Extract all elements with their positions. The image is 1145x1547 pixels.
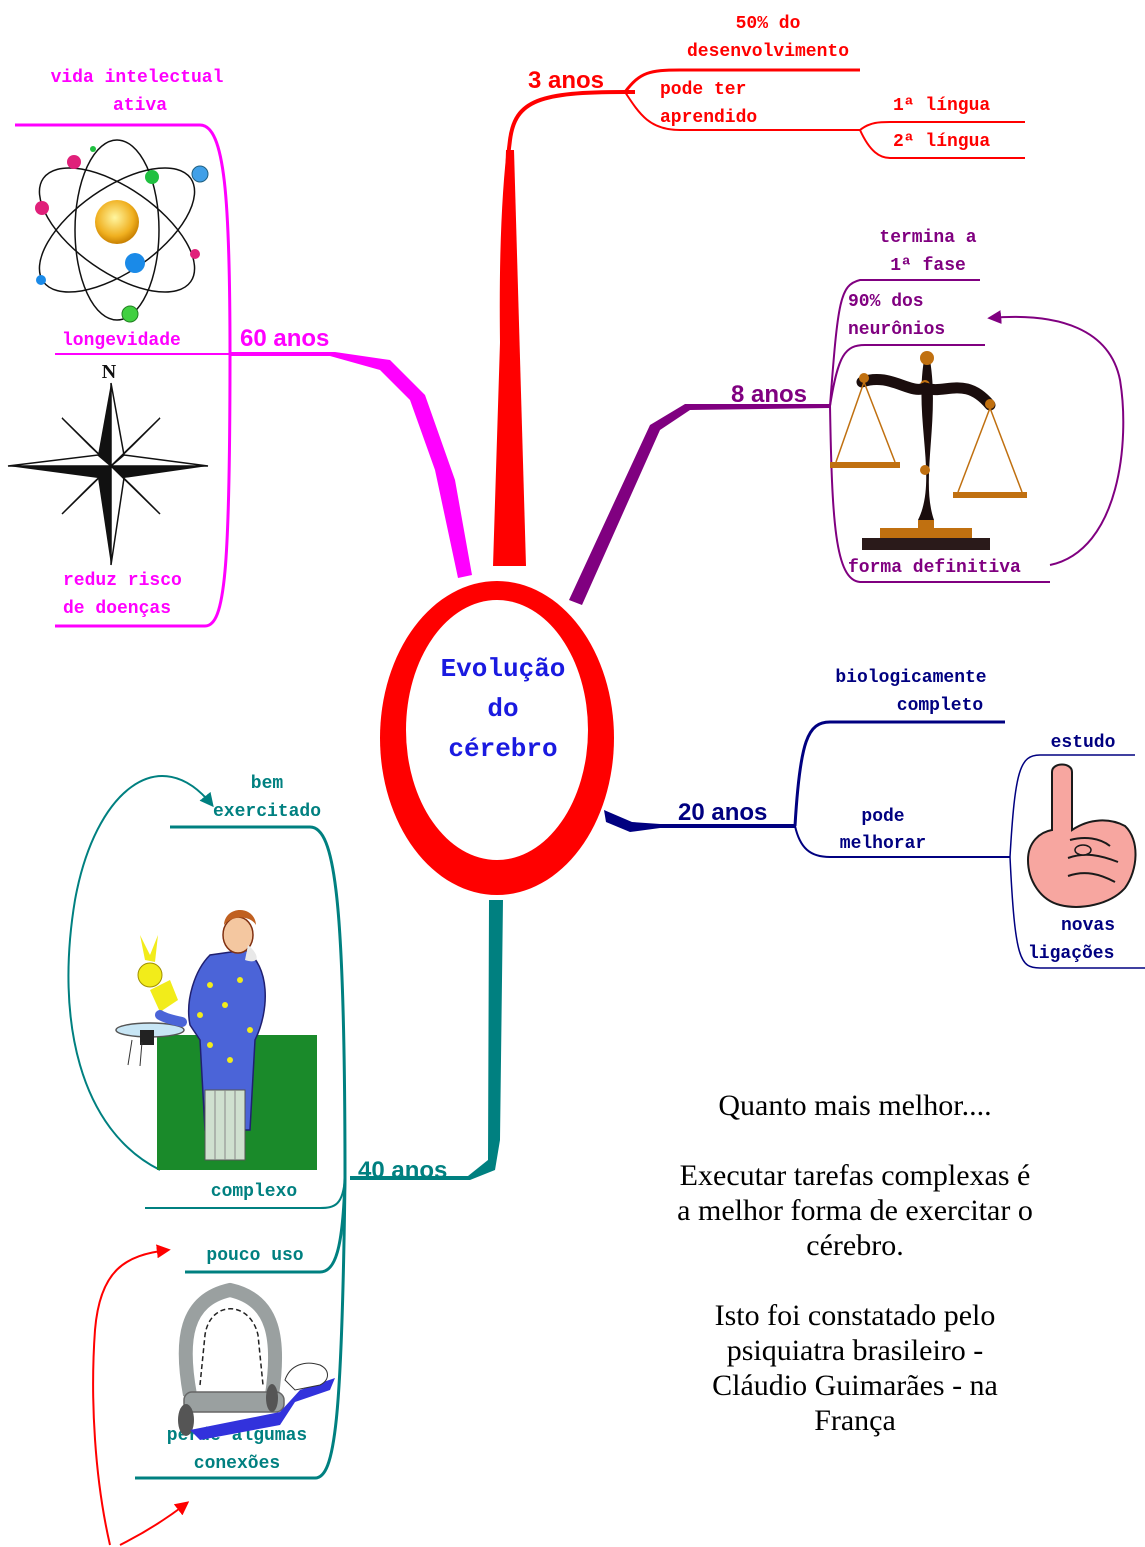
compass-north-label: N [102,361,117,383]
node-termina-1-fase-line1: termina a [879,228,976,248]
branch-20-anos-sub-d [1009,856,1145,969]
node-vida-intelectual-ativa-line1: vida intelectual [51,68,224,88]
note-line-3: Executar tarefas complexas é [680,1159,1031,1192]
node-90-neuronios-line2: neurônios [848,320,945,340]
note-text: Quanto mais melhor.... Executar tarefas … [677,1089,1033,1437]
red-cycle-arrow-bottom [119,1501,190,1546]
note-line-4: a melhor forma de exercitar o [677,1194,1033,1227]
branch-3-anos-sub-c [859,121,1025,131]
node-2-lingua: 2ª língua [893,132,990,152]
branch-40-anos-label: 40 anos [358,1157,447,1184]
node-novas-ligacoes-line1: novas [1061,916,1115,936]
branch-8-anos-trunk [569,404,830,605]
node-biologicamente-completo-line1: biologicamente [835,668,986,688]
note-line-5: cérebro. [806,1229,903,1262]
branch-3-anos-sub-b [624,91,860,131]
branch-60-anos-sub-c [55,353,232,628]
mouse-trap-icon [178,1282,335,1440]
node-bem-exercitado-line1: bem [251,774,284,794]
note-line-9: Cláudio Guimarães - na [712,1369,998,1402]
node-forma-definitiva: forma definitiva [848,558,1021,578]
branch-60-anos-sub-a [15,123,232,355]
branch-3-anos: 3 anos 50% do desenvolvimento pode ter a… [493,14,1025,566]
node-biologicamente-completo-line2: completo [897,696,983,716]
node-torna-se-mais-complexo-line2: complexo [211,1182,297,1202]
note-line-10: França [814,1404,896,1437]
node-vida-intelectual-ativa-line2: ativa [113,96,167,116]
branch-20-anos-label: 20 anos [678,799,767,826]
branch-20-anos-sub-a [793,720,1005,827]
branch-3-anos-sub-d [859,129,1025,159]
node-reduz-risco-line1: reduz risco [63,571,182,591]
branch-8-anos: 8 anos termina a 1ª fase 90% dos neurôni… [569,228,1125,605]
node-pouco-uso: pouco uso [206,1246,303,1266]
branch-8-anos-sub-b [829,344,985,407]
balance-scale-icon [830,351,1027,550]
branch-20-anos-sub-c [1009,754,1135,858]
red-cycle-arrow [92,1244,171,1546]
magician-icon [115,910,317,1170]
central-title-line3: cérebro [448,734,557,764]
branch-20-anos-trunk [604,810,795,832]
node-estudo: estudo [1051,733,1116,753]
note-line-7: Isto foi constatado pelo [715,1299,996,1332]
node-90-neuronios-line1: 90% dos [848,292,924,312]
branch-60-anos-trunk [230,352,472,578]
branch-40-anos-trunk [350,900,503,1180]
note-line-1: Quanto mais melhor.... [718,1089,991,1122]
note-line-8: psiquiatra brasileiro - [727,1334,984,1367]
branch-60-anos-label: 60 anos [240,325,329,352]
node-50-desenvolvimento-line1: 50% do [736,14,801,34]
node-pode-ter-aprendido-line1: pode ter [660,80,746,100]
node-pode-melhorar-line1: pode [861,807,904,827]
central-title-line1: Evolução [441,654,566,684]
branch-8-anos-sub-c [829,405,1050,583]
pointing-hand-icon [1026,763,1137,908]
branch-3-anos-sub-a [623,68,860,93]
node-termina-1-fase-line2: 1ª fase [890,256,966,276]
central-node: Evolução do cérebro [380,581,614,895]
branch-40-anos-sub-d [135,1177,347,1480]
branch-20-anos-sub-b [794,825,1010,858]
node-pode-ter-aprendido-line2: aprendido [660,108,757,128]
node-reduz-risco-line2: de doenças [63,599,171,619]
compass-rose-icon: N [7,361,209,566]
node-50-desenvolvimento-line2: desenvolvimento [687,42,849,62]
node-novas-ligacoes-line2: ligações [1028,944,1114,964]
branch-8-anos-arrow [987,310,1125,566]
branch-60-anos: 60 anos vida intelectual ativa longevida… [15,68,472,628]
branch-40-anos-sub-a [170,825,347,1179]
branch-3-anos-label: 3 anos [528,67,604,94]
branch-8-anos-hub [829,279,980,407]
node-pode-melhorar-line2: melhorar [840,834,926,854]
branch-20-anos: 20 anos biologicamente completo pode mel… [604,668,1145,969]
node-bem-exercitado-line2: exercitado [213,802,321,822]
central-title-line2: do [487,694,518,724]
atom-icon [35,139,209,323]
node-perde-algumas-conexoes-line2: conexões [194,1454,280,1474]
node-1-lingua: 1ª língua [893,96,990,116]
node-longevidade: longevidade [62,331,181,351]
branch-40-anos-arrow [67,775,214,1171]
branch-8-anos-label: 8 anos [731,381,807,408]
branch-3-anos-wedge [493,150,526,566]
